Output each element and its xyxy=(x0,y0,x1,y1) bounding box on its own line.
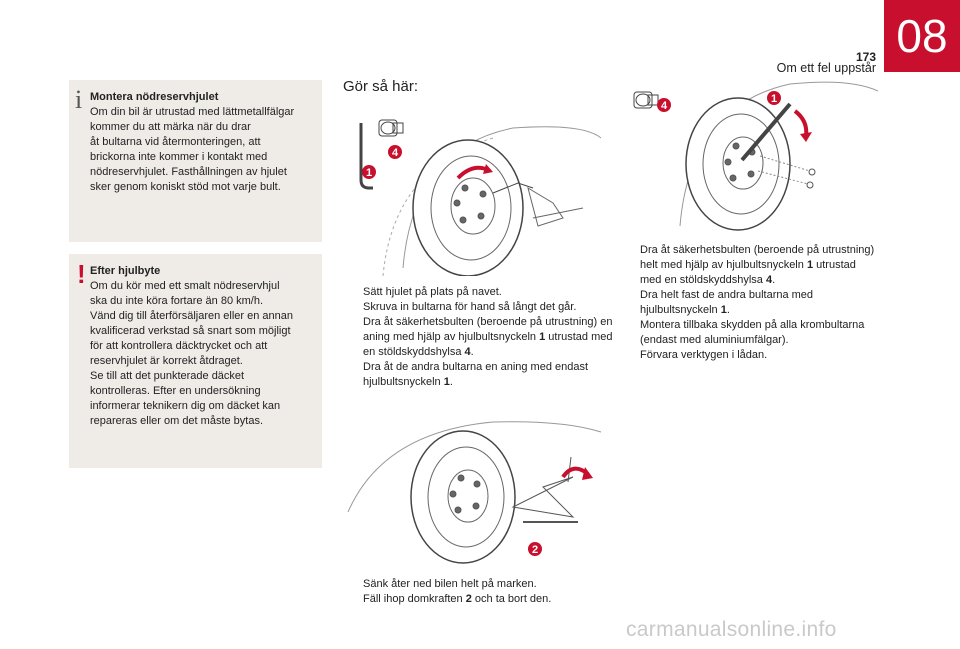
step-item: Dra helt fast de andra bultarna med hjul… xyxy=(640,289,814,316)
jack-illustration: 2 xyxy=(347,421,602,564)
section-title: Om ett fel uppstår xyxy=(776,61,876,75)
warning-icon: ! xyxy=(77,259,86,289)
warning-box-line: Se till att det punkterade däcket xyxy=(90,370,245,382)
steps-list-1: Sätt hjulet på plats på navet. Skruva in… xyxy=(343,285,613,390)
info-box-line: nödreservhjulet. Fasthållningen av hjule… xyxy=(90,166,287,178)
step-item: Sätt hjulet på plats på navet. xyxy=(363,286,502,298)
warning-box-line: reservhjulet är korrekt åtdraget. xyxy=(90,355,243,367)
info-box-line: åt bultarna vid återmonteringen, att xyxy=(90,136,261,148)
warning-box-line: kvalificerad verkstad så snart som möjli… xyxy=(90,325,291,337)
callout-4: 4 xyxy=(388,145,402,159)
warning-box-line: för att kontrollera däcktrycket och att xyxy=(90,340,268,352)
warning-box-line: Om du kör med ett smalt nödreservhjul xyxy=(90,280,280,292)
step-item: Montera tillbaka skydden på alla krombul… xyxy=(640,319,865,346)
how-to-title: Gör så här: xyxy=(343,78,419,95)
step-item: Skruva in bultarna för hand så långt det… xyxy=(363,301,577,313)
svg-text:1: 1 xyxy=(771,93,777,105)
warning-box-line: Vänd dig till återförsäljaren eller en a… xyxy=(90,310,294,322)
svg-text:4: 4 xyxy=(661,100,668,112)
info-box-line: Om din bil är utrustad med lättmetallfäl… xyxy=(90,106,295,118)
warning-box-line: kontrolleras. Efter en undersökning xyxy=(90,385,261,397)
info-box-heading: Montera nödreservhjulet xyxy=(90,91,219,103)
svg-text:4: 4 xyxy=(392,147,399,159)
callout-1: 1 xyxy=(767,91,781,105)
svg-text:1: 1 xyxy=(366,167,372,179)
step-item: Fäll ihop domkraften 2 och ta bort den. xyxy=(363,593,552,605)
step-item: Dra åt säkerhetsbulten (beroende på utru… xyxy=(640,244,875,286)
svg-text:2: 2 xyxy=(532,544,538,556)
watermark: carmanualsonline.info xyxy=(626,618,837,641)
step-item: Dra åt säkerhetsbulten (beroende på utru… xyxy=(363,316,613,358)
step-item: Dra åt de andra bultarna en aning med en… xyxy=(363,361,589,388)
info-box-line: sker genom koniskt stöd mot varje bult. xyxy=(90,181,281,193)
chapter-tab: 08 xyxy=(884,0,960,72)
info-icon: i xyxy=(75,85,83,114)
step-item: Sänk åter ned bilen helt på marken. xyxy=(363,578,537,590)
rotation-arrow-icon xyxy=(793,109,809,137)
warning-box: ! Efter hjulbyte Om du kör med ett smalt… xyxy=(69,254,322,468)
steps-list-3: Dra åt säkerhetsbulten (beroende på utru… xyxy=(620,243,878,363)
steps-list-2: Sänk åter ned bilen helt på marken. Fäll… xyxy=(343,577,613,607)
warning-box-heading: Efter hjulbyte xyxy=(90,265,161,277)
callout-2: 2 xyxy=(528,542,542,556)
callout-4: 4 xyxy=(657,98,671,112)
page-number: 173 xyxy=(855,50,876,64)
step-item: Förvara verktygen i lådan. xyxy=(640,349,768,361)
info-box: i Montera nödreservhjulet Om din bil är … xyxy=(69,80,322,242)
warning-box-line: ska du inte köra fortare än 80 km/h. xyxy=(90,295,264,307)
callout-1: 1 xyxy=(362,165,376,179)
info-box-line: brickorna inte kommer i kontakt med xyxy=(90,151,268,163)
wheel-bolt-illustration: 1 4 xyxy=(359,119,602,276)
warning-box-line: informerar teknikern dig om däcket kan xyxy=(90,400,281,412)
tighten-bolts-illustration: 1 4 xyxy=(633,81,878,231)
info-box-line: kommer du att märka när du drar xyxy=(90,121,251,133)
warning-box-line: repareras eller om det måste bytas. xyxy=(90,415,264,427)
